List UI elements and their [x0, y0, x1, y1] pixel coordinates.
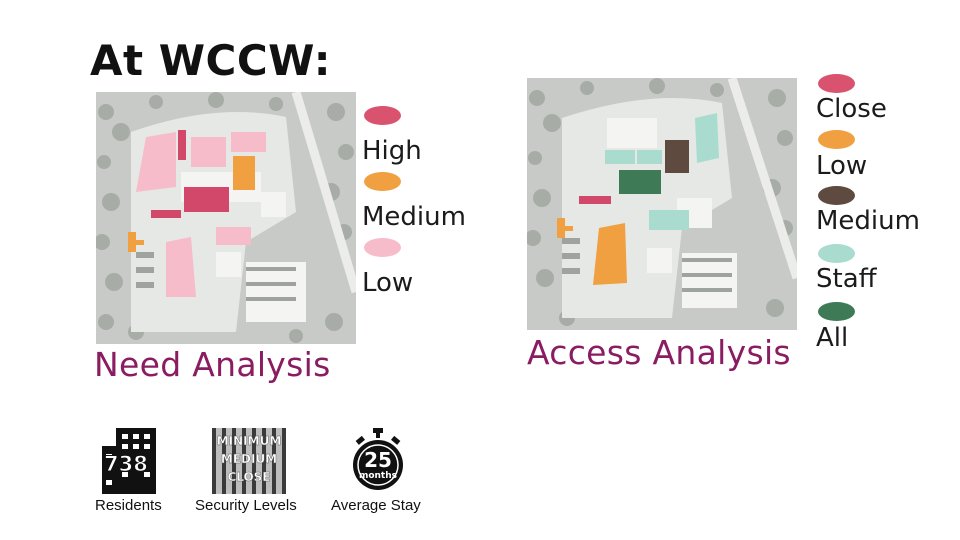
need-analysis-map [96, 92, 356, 344]
legend-low-access-label: Low [816, 151, 868, 181]
residents-label: Residents [95, 497, 162, 514]
security-level-minimum: MINIMUM [216, 434, 282, 448]
legend-high-label: High [362, 136, 422, 166]
legend-low-swatch [364, 238, 401, 257]
legend-close-label: Close [816, 94, 887, 124]
legend-close-swatch [818, 74, 855, 93]
security-level-close: CLOSE [227, 470, 271, 484]
legend-low-access-swatch [818, 130, 855, 149]
legend-medium-access-swatch [818, 186, 855, 205]
stay-unit: months [358, 471, 398, 481]
legend-medium-label: Medium [362, 202, 466, 232]
security-level-medium: MEDIUM [220, 452, 278, 466]
legend-low-label: Low [362, 268, 414, 298]
need-analysis-caption: Need Analysis [94, 345, 331, 384]
legend-staff-label: Staff [816, 264, 877, 294]
legend-medium-access-label: Medium [816, 206, 920, 236]
building-icon [100, 428, 158, 494]
security-levels-label: Security Levels [195, 497, 297, 514]
legend-all-label: All [816, 323, 849, 353]
legend-staff-swatch [818, 244, 855, 263]
access-analysis-caption: Access Analysis [527, 333, 791, 372]
legend-medium-swatch [364, 172, 401, 191]
average-stay-label: Average Stay [331, 497, 421, 514]
residents-value: 738 [104, 452, 149, 477]
page-title: At WCCW: [90, 36, 332, 85]
legend-high-swatch [364, 106, 401, 125]
legend-all-swatch [818, 302, 855, 321]
cell-bars-icon [212, 428, 286, 494]
access-analysis-map [527, 78, 797, 330]
stay-value: 25 [364, 448, 392, 472]
stopwatch-icon [350, 428, 406, 492]
